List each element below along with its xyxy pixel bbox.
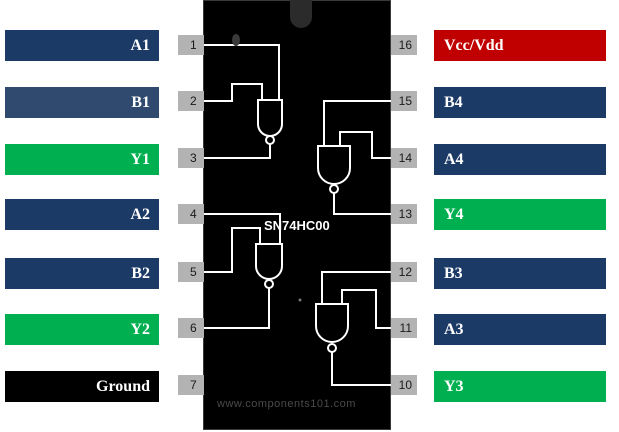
pin-2: 2 [178, 91, 204, 111]
nand-gate-2 [204, 213, 283, 329]
pin-4: 4 [178, 204, 204, 224]
pin-5: 5 [178, 262, 204, 282]
pin-label-a3: A3 [434, 314, 606, 345]
pin-6: 6 [178, 318, 204, 338]
pin-label-y3: Y3 [434, 371, 606, 402]
package-notch [290, 0, 312, 28]
pin-label-b4: B4 [434, 87, 606, 118]
nand-gate-3 [315, 271, 391, 386]
package-dot [298, 298, 302, 302]
pin-14: 14 [391, 148, 417, 168]
pin-16: 16 [391, 35, 417, 55]
pin-label-b2: B2 [5, 258, 159, 289]
pin-label-a4: A4 [434, 144, 606, 175]
pin-label-ground: Ground [5, 371, 159, 402]
nand-gate-1 [204, 44, 283, 159]
pin-label-a2: A2 [5, 199, 159, 230]
pin-3: 3 [178, 148, 204, 168]
pin-label-a1: A1 [5, 30, 159, 61]
nand-gate-4 [317, 100, 391, 215]
pin-12: 12 [391, 262, 417, 282]
watermark: www.components101.com [217, 398, 356, 410]
pin-label-b1: B1 [5, 87, 159, 118]
pin-15: 15 [391, 91, 417, 111]
pin-1: 1 [178, 35, 204, 55]
pin-13: 13 [391, 204, 417, 224]
pin-label-vcc: Vcc/Vdd [434, 30, 606, 61]
pin-label-y1: Y1 [5, 144, 159, 175]
pin-7: 7 [178, 375, 204, 395]
pin1-marker [232, 34, 240, 46]
pin-label-y2: Y2 [5, 314, 159, 345]
pin-label-b3: B3 [434, 258, 606, 289]
pin-11: 11 [391, 318, 417, 338]
chip-part-number: SN74HC00 [264, 218, 330, 233]
pin-10: 10 [391, 375, 417, 395]
pin-label-y4: Y4 [434, 199, 606, 230]
